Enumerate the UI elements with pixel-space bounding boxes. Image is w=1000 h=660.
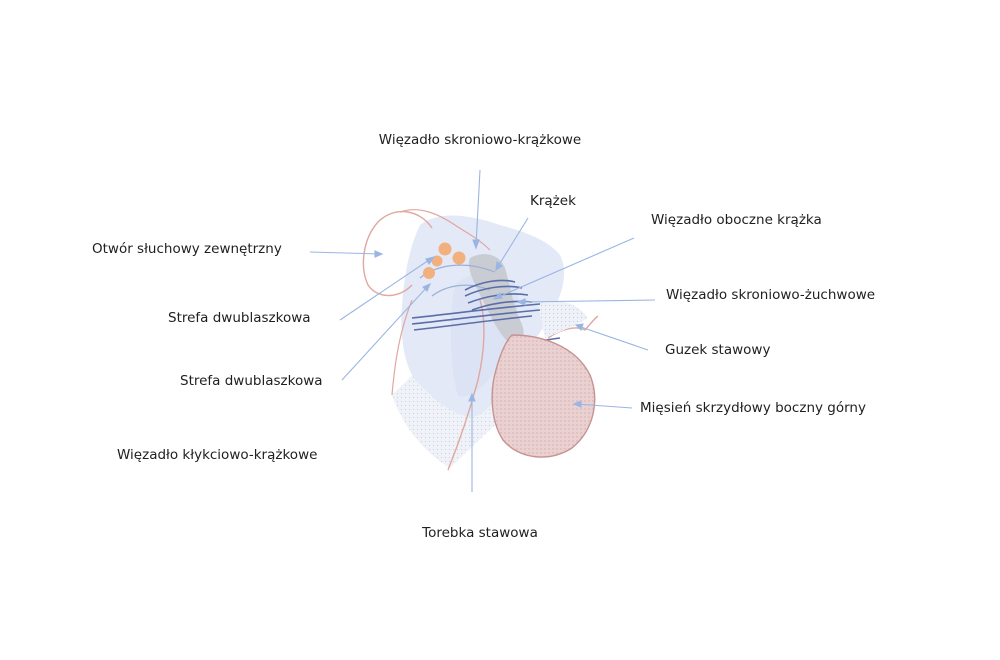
mandible-outline	[447, 299, 485, 471]
external-ear-outline	[362, 210, 433, 297]
lateral-pterygoid-muscle	[491, 334, 596, 458]
label-condylodiscal-ligament: Więzadło kłykciowo-krążkowe	[117, 447, 318, 463]
label-bilaminar-zone-1: Strefa dwublaszkowa	[168, 310, 311, 326]
label-lateral-pterygoid-superior: Mięsień skrzydłowy boczny górny	[640, 400, 866, 416]
label-temporomandibular-ligament: Więzadło skroniowo-żuchwowe	[666, 287, 876, 303]
retrodiscal-dot-3	[452, 251, 466, 265]
tubercle-region	[538, 301, 588, 338]
bilaminar-line-b	[431, 284, 491, 297]
zygomatic-outline	[399, 209, 491, 251]
leader-lines	[309, 169, 656, 492]
label-bilaminar-zone-2: Strefa dwublaszkowa	[180, 373, 323, 389]
label-temporodiscal-ligament: Więzadło skroniowo-krążkowe	[378, 132, 582, 148]
label-articular-capsule: Torebka stawowa	[422, 525, 538, 541]
posterior-outline	[391, 299, 413, 396]
label-articular-tubercle: Guzek stawowy	[665, 342, 771, 358]
label-articular-disc: Krążek	[530, 193, 576, 209]
label-external-acoustic-meatus: Otwór słuchowy zewnętrzny	[92, 241, 282, 257]
label-lateral-disc-ligament: Więzadło oboczne krążka	[651, 212, 822, 228]
retrodiscal-dot-4	[423, 267, 435, 279]
retrodiscal-dot-1	[438, 242, 452, 256]
retrodiscal-dot-2	[431, 255, 443, 267]
